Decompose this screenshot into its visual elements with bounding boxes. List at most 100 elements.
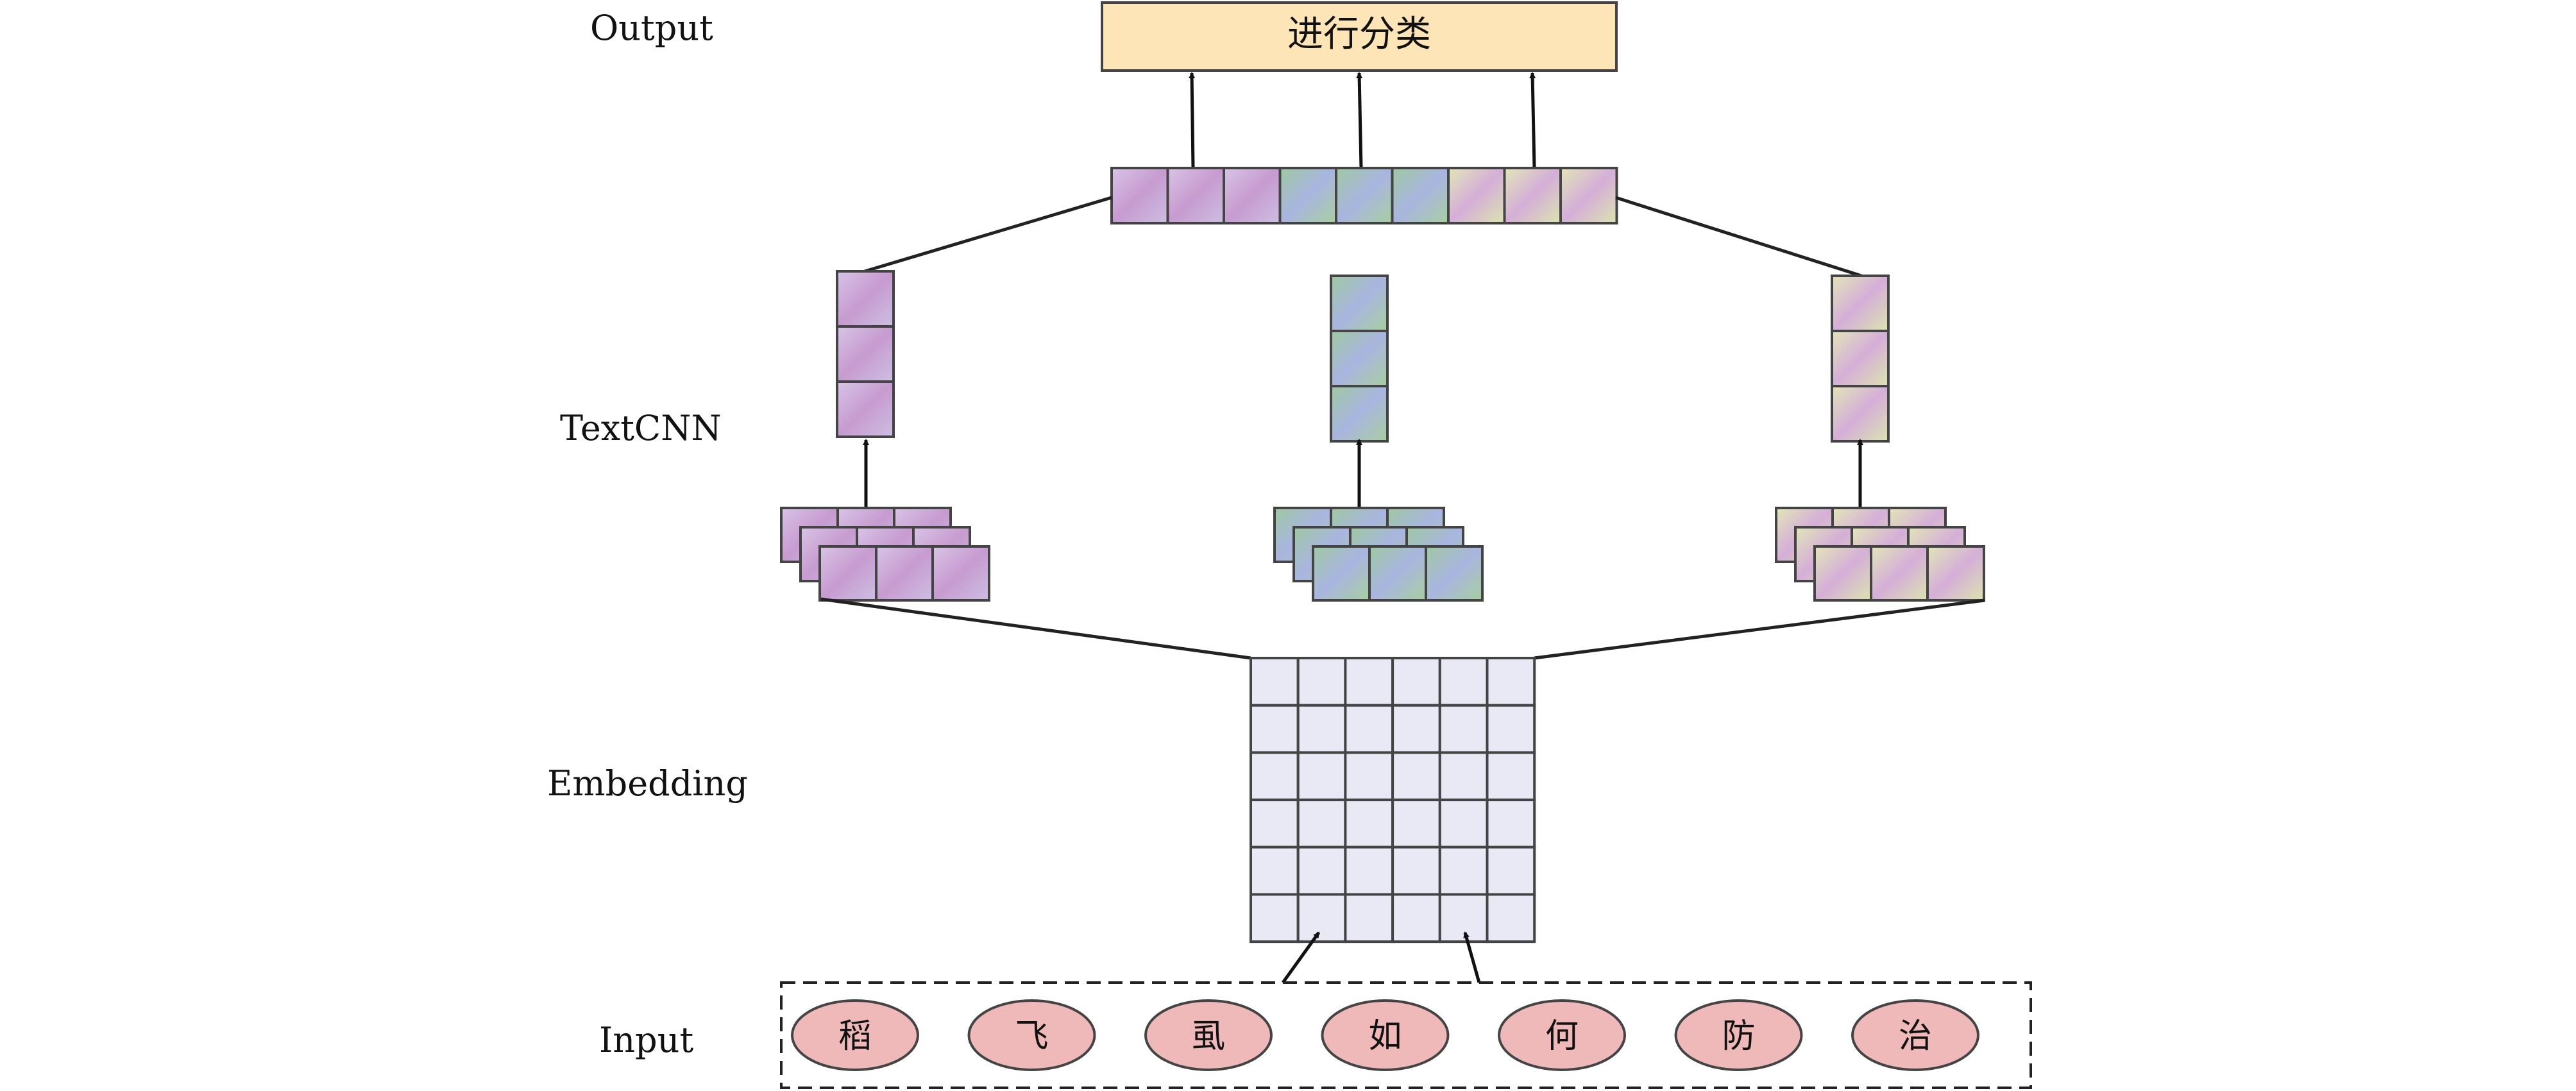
output-box: 进行分类 <box>1101 1 1618 72</box>
concat-cell <box>1391 167 1450 224</box>
embedding-cell <box>1296 799 1347 849</box>
input-token-ellipse <box>1144 999 1273 1071</box>
concat-cell <box>1223 167 1282 224</box>
embedding-cell <box>1391 704 1441 754</box>
input-box <box>780 981 2032 1089</box>
embedding-cell <box>1344 845 1394 896</box>
embedding-cell <box>1391 751 1441 802</box>
embedding-cell <box>1250 893 1300 943</box>
pooled-feature-columns <box>836 270 1890 443</box>
embedding-cell <box>1250 799 1300 849</box>
pooled-cell-right <box>1831 385 1890 443</box>
embedding-cell <box>1296 751 1347 802</box>
embedding-cell <box>1250 845 1300 896</box>
input-token: 飞 <box>967 999 1096 1071</box>
concat-cell <box>1110 167 1169 224</box>
pooled-cell-left <box>836 380 895 438</box>
embedding-cell <box>1296 657 1347 707</box>
input-token-label: 何 <box>1545 1017 1579 1056</box>
embedding-cell <box>1391 799 1441 849</box>
input-token: 虱 <box>1144 999 1273 1071</box>
conv-map-cell <box>1870 545 1929 602</box>
embedding-cell <box>1344 893 1394 943</box>
layer-label-output: Output <box>590 8 713 48</box>
embedding-cell <box>1438 704 1489 754</box>
input-token-row: 稻飞虱如何防治 <box>791 999 1979 1071</box>
pooling-arrows <box>863 439 1863 507</box>
layer-label-embedding: Embedding <box>547 763 748 804</box>
embedding-cell <box>1250 751 1300 802</box>
concat-cell <box>1335 167 1394 224</box>
concat-line-left <box>864 196 1112 273</box>
pooled-cell-middle <box>1330 385 1389 443</box>
conv-map-cell <box>1926 545 1985 602</box>
embedding-cell <box>1296 845 1347 896</box>
conv-map-cell <box>1425 545 1484 602</box>
output-box-label: 进行分类 <box>1287 13 1431 55</box>
embedding-matrix <box>1250 657 1536 943</box>
input-arrows <box>1281 931 1481 984</box>
pooled-cell-left <box>836 325 895 383</box>
input-token-label: 防 <box>1722 1017 1755 1056</box>
embedding-cell <box>1486 751 1536 802</box>
input-token-label: 飞 <box>1015 1017 1048 1056</box>
embedding-cell <box>1486 893 1536 943</box>
embedding-cell <box>1344 704 1394 754</box>
input-token-ellipse <box>1674 999 1803 1071</box>
embedding-cell <box>1391 893 1441 943</box>
embedding-cell <box>1438 751 1489 802</box>
input-token-ellipse <box>1498 999 1626 1071</box>
input-token-ellipse <box>1851 999 1979 1071</box>
embedding-cell <box>1486 657 1536 707</box>
embedding-cell <box>1486 845 1536 896</box>
pooled-cell-right <box>1831 275 1890 332</box>
conv-map-cell <box>818 545 877 602</box>
embedding-cell <box>1250 657 1300 707</box>
embedding-cell <box>1296 893 1347 943</box>
input-token-ellipse <box>1321 999 1450 1071</box>
embedding-cell <box>1438 799 1489 849</box>
input-token: 如 <box>1321 999 1450 1071</box>
embed-line-left <box>820 597 1251 660</box>
concat-cell <box>1166 167 1225 224</box>
conv-map-stack-right <box>1775 507 1985 602</box>
concat-connector-lines <box>864 196 1862 278</box>
input-arrow-left <box>1281 931 1321 984</box>
conv-map-cell <box>1813 545 1872 602</box>
layer-label-textcnn: TextCNN <box>560 408 722 448</box>
embedding-cell <box>1344 751 1394 802</box>
input-token: 稻 <box>791 999 919 1071</box>
input-token-label: 治 <box>1899 1017 1932 1056</box>
layer-label-input: Input <box>599 1020 693 1060</box>
pooled-cell-middle <box>1330 275 1389 332</box>
embedding-cell <box>1438 893 1489 943</box>
concat-cell <box>1559 167 1618 224</box>
conv-map-stack-left <box>780 507 990 602</box>
concat-cell <box>1278 167 1337 224</box>
embedding-cell <box>1438 657 1489 707</box>
embedding-cell <box>1438 845 1489 896</box>
conv-map-cell <box>1312 545 1371 602</box>
input-token: 防 <box>1674 999 1803 1071</box>
embedding-cell <box>1296 704 1347 754</box>
input-token-ellipse <box>967 999 1096 1071</box>
pooled-cell-right <box>1831 330 1890 387</box>
input-token-ellipse <box>791 999 919 1071</box>
input-token-label: 稻 <box>838 1017 872 1056</box>
input-arrow-right <box>1463 931 1481 983</box>
embedding-connector-lines <box>820 597 1985 660</box>
output-arrows <box>1189 72 1536 169</box>
pooled-cell-left <box>836 270 895 328</box>
concat-cell <box>1447 167 1506 224</box>
pooled-cell-middle <box>1330 330 1389 387</box>
embedding-cell <box>1391 657 1441 707</box>
embedding-cell <box>1344 799 1394 849</box>
conv-map-cell <box>931 545 990 602</box>
embedding-cell <box>1250 704 1300 754</box>
input-token-label: 虱 <box>1192 1017 1225 1056</box>
input-token: 何 <box>1498 999 1626 1071</box>
output-box-rect <box>1101 1 1618 72</box>
conv-map-cell <box>875 545 934 602</box>
output-arrow-2 <box>1356 72 1363 169</box>
